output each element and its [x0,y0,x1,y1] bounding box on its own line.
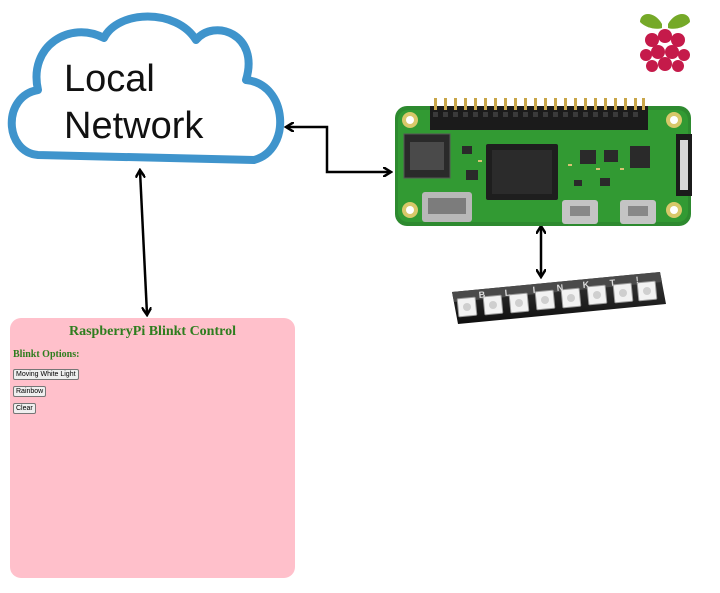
cloud-shape [7,12,285,164]
raspberry-pi-zero-board [395,98,692,226]
arrow-cloud-to-pi [287,127,390,172]
mounting-holes [402,112,682,218]
arrow-cloud-to-panel [140,171,147,314]
smd-components [462,146,650,186]
silkscreen-letter: B [478,289,486,300]
gpio-header [430,98,648,130]
blinkt-led-cores [463,287,651,311]
cloud-label-line2: Network [64,105,204,147]
cloud-label: Local Network [64,56,203,150]
cloud-label-line1: Local [64,58,155,100]
silkscreen-letter: N [556,282,563,293]
moving-white-light-button[interactable]: Moving White Light [13,369,79,380]
silkscreen-letter: L [504,287,511,298]
silkscreen-letter: ! [635,275,639,285]
blinkt-control-web-page: RaspberryPi Blinkt Control Blinkt Option… [10,318,295,578]
blinkt-silkscreen: B L I N K T ! [478,275,639,300]
options-heading: Blinkt Options: [13,349,80,360]
silkscreen-letter: T [609,277,616,288]
local-network-cloud [7,12,285,164]
page-title: RaspberryPi Blinkt Control [69,324,236,339]
silkscreen-letter: K [582,279,590,290]
blinkt-led-strip: B L I N K T ! [452,272,666,324]
silkscreen-letter: I [532,285,535,295]
clear-button[interactable]: Clear [13,403,36,414]
raspberry-pi-logo-icon [640,14,690,72]
rainbow-button[interactable]: Rainbow [13,386,47,397]
